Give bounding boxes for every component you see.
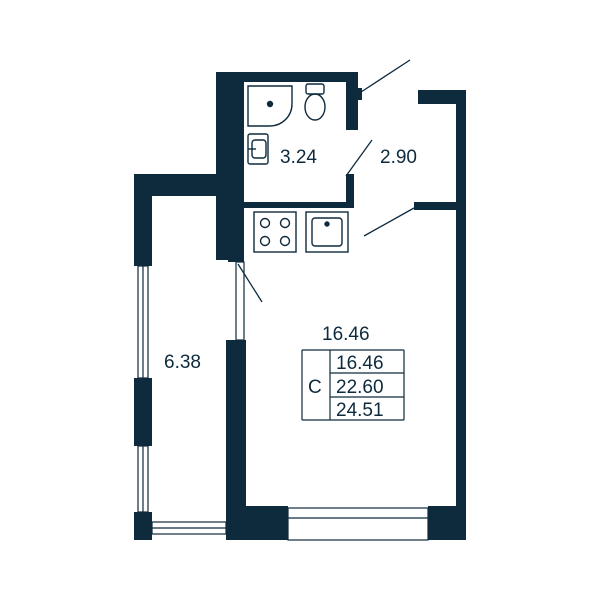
studio-area-label: 16.46 (322, 324, 370, 345)
wall-balcony-left-top (134, 174, 152, 266)
entrance-door-leaf (357, 59, 411, 95)
kitchen-sink-icon (305, 211, 349, 253)
hallway-area-label: 2.90 (380, 147, 417, 168)
balcony-area-label: 6.38 (164, 352, 201, 373)
window-studio-bottom (287, 507, 429, 541)
wall-balcony-left-mid (134, 378, 152, 446)
legend-living-area: 16.46 (336, 353, 384, 374)
shower-icon (247, 85, 293, 127)
toilet-icon (304, 83, 326, 121)
wall-balcony-top (134, 174, 244, 196)
wall-bathroom-right-lower (346, 174, 354, 208)
bathroom-door-leaf (345, 139, 373, 177)
walls (134, 72, 466, 540)
wall-hall-right (456, 90, 466, 240)
wall-bathroom-top (216, 72, 356, 82)
legend-total-area: 22.60 (336, 377, 384, 398)
balcony-door-leaf (237, 263, 263, 303)
wall-kitchen-partition-left (244, 202, 354, 208)
bathroom-area-label: 3.24 (280, 147, 317, 168)
labels: 3.24 2.90 6.38 16.46 С 16.46 22.60 24.51 (164, 147, 417, 421)
wall-balcony-left-bottom (134, 512, 152, 540)
wall-inner-lower (226, 340, 246, 540)
doors (237, 59, 415, 303)
wall-hall-top (418, 90, 466, 104)
windows (137, 261, 429, 541)
wall-bathroom-right-upper (346, 72, 358, 130)
legend-box (301, 349, 405, 421)
wall-studio-right (456, 202, 466, 538)
legend-type-label: С (308, 377, 322, 398)
wall-kitchen-partition-right (414, 202, 466, 210)
legend-total-with-balcony: 24.51 (336, 400, 384, 421)
sink-icon (247, 133, 269, 165)
balcony-door-frame (235, 261, 245, 341)
fixtures (247, 83, 349, 253)
wall-inner-upper (228, 180, 244, 262)
stove-icon (253, 211, 297, 253)
kitchen-door-leaf (363, 207, 415, 237)
wall-bottom-right (428, 506, 466, 540)
